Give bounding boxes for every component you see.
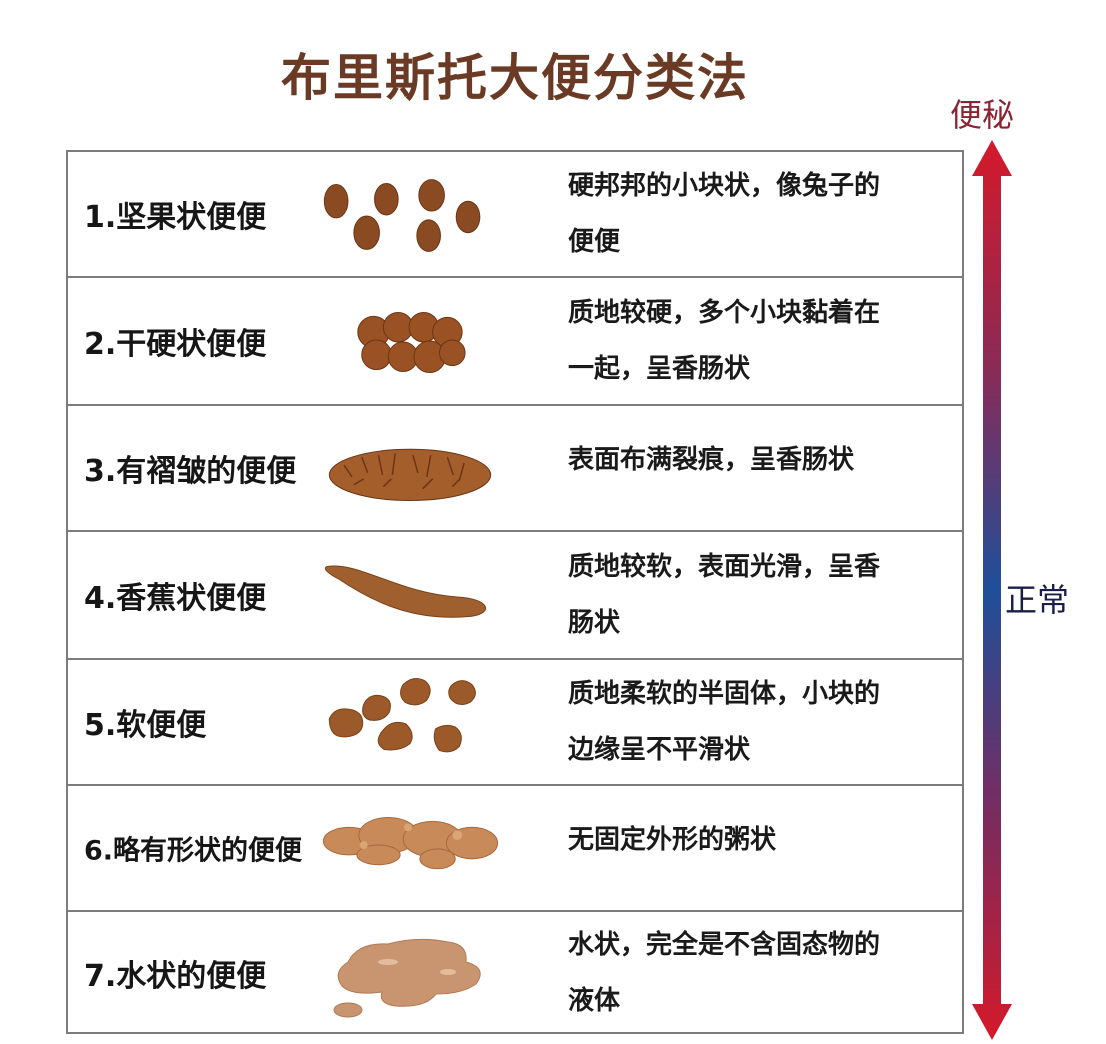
type-description: 质地较软，表面光滑，呈香 肠状 <box>568 552 881 638</box>
stool-type1-icon <box>318 152 498 276</box>
type-description: 表面布满裂痕，呈香肠状 <box>568 445 855 475</box>
type-description: 质地较硬，多个小块黏着在 一起，呈香肠状 <box>568 298 881 384</box>
constipation-label: 便秘 <box>950 96 1015 134</box>
type-name: 2.干硬状便便 <box>84 327 267 362</box>
type-name: 1.坚果状便便 <box>84 200 267 235</box>
table-row: 2.干硬状便便 质地较硬，多个小块黏着在 一起，呈香肠状 <box>68 278 962 406</box>
type-description: 水状，完全是不含固态物的 液体 <box>568 930 881 1016</box>
type-name: 7.水状的便便 <box>84 959 267 994</box>
stool-type7-icon <box>318 912 498 1034</box>
type-name: 3.有褶皱的便便 <box>84 454 297 489</box>
table-row: 7.水状的便便 水状，完全是不含固态物的 液体 <box>68 912 962 1034</box>
table-row: 3.有褶皱的便便 表面布满裂痕，呈香肠状 <box>68 406 962 532</box>
stool-type5-icon <box>318 660 498 784</box>
type-name: 6.略有形状的便便 <box>84 835 303 867</box>
stool-type4-icon <box>318 532 498 658</box>
stool-type3-icon <box>323 406 498 530</box>
bristol-stool-table: 1.坚果状便便 硬邦邦的小块状，像兔子的 便便 2.干硬状便便 <box>66 150 964 1034</box>
table-row: 4.香蕉状便便 质地较软，表面光滑，呈香 肠状 <box>68 532 962 660</box>
double-arrow-icon <box>970 140 1014 1040</box>
type-name: 4.香蕉状便便 <box>84 581 267 616</box>
type-description: 硬邦邦的小块状，像兔子的 便便 <box>568 171 881 257</box>
table-row: 1.坚果状便便 硬邦邦的小块状，像兔子的 便便 <box>68 152 962 278</box>
table-row: 6.略有形状的便便 无固定外形的粥状 <box>68 786 962 912</box>
type-description: 无固定外形的粥状 <box>568 825 777 855</box>
normal-label: 正常 <box>1005 581 1070 619</box>
chart-title: 布里斯托大便分类法 <box>281 49 749 107</box>
stool-type2-icon <box>318 278 498 404</box>
type-description: 质地柔软的半固体，小块的 边缘呈不平滑状 <box>568 679 881 765</box>
stool-type6-icon <box>318 786 503 910</box>
table-row: 5.软便便 质地柔软的半固体，小块的 边缘呈不平滑状 <box>68 660 962 786</box>
type-name: 5.软便便 <box>84 708 207 743</box>
